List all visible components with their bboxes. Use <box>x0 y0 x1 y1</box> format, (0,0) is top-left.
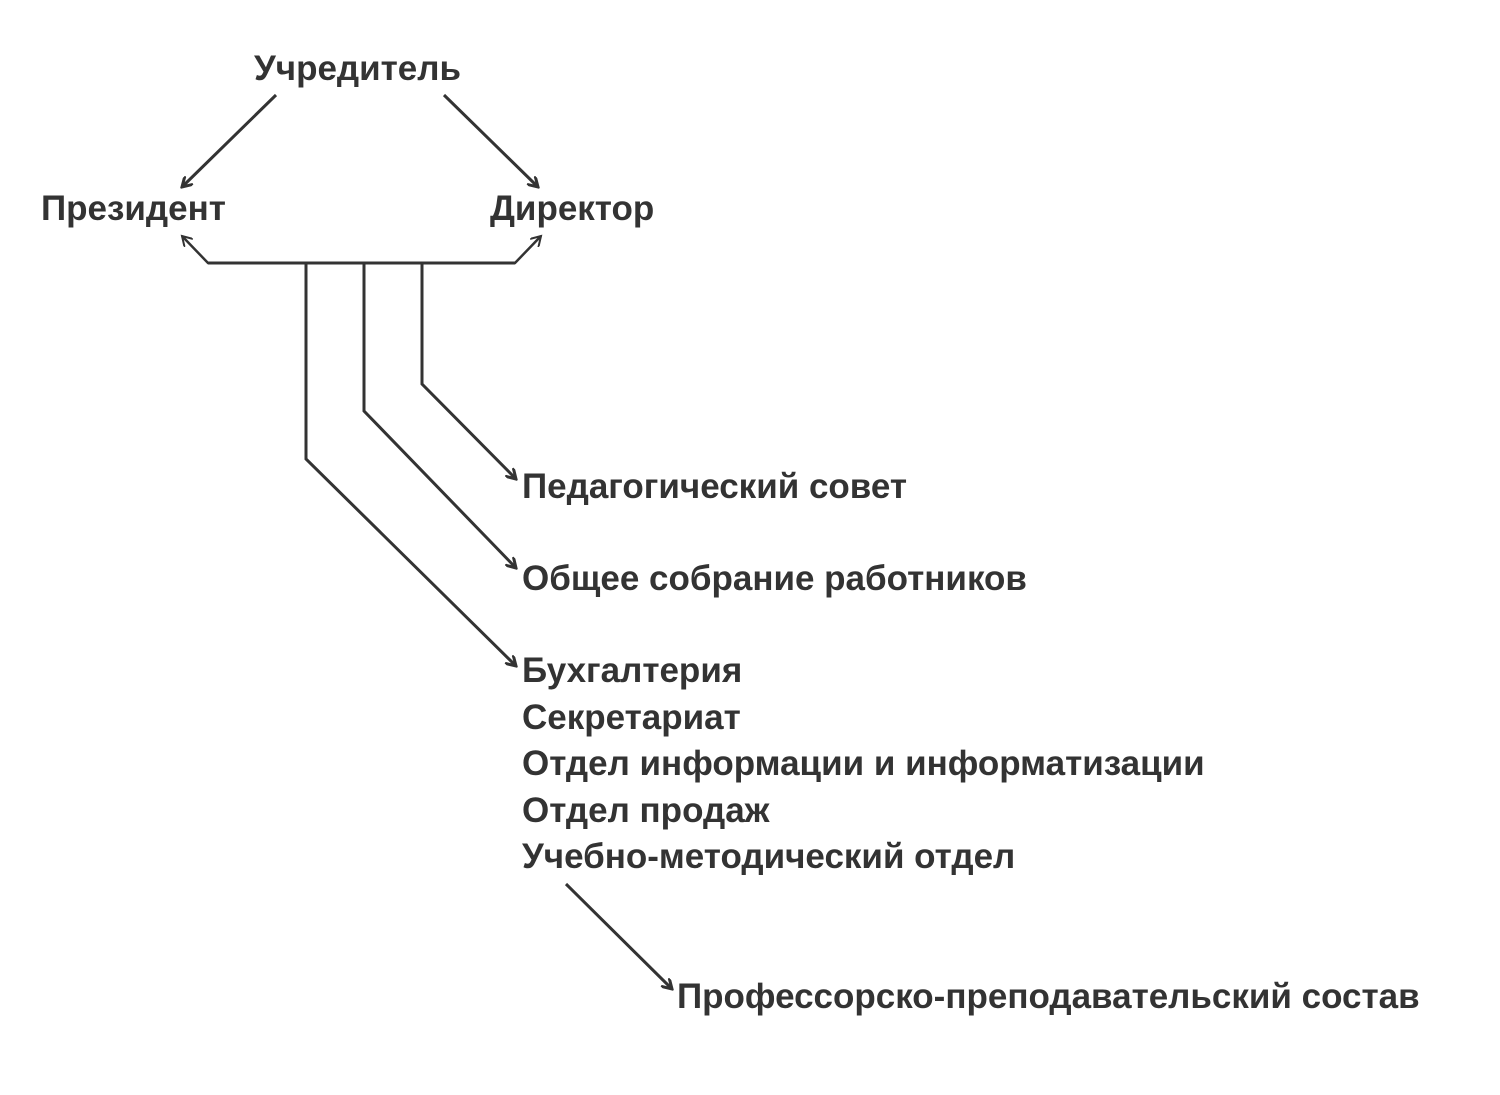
department-it: Отдел информации и информатизации <box>522 744 1205 783</box>
node-general-meeting: Общее собрание работников <box>522 559 1027 598</box>
node-faculty: Профессорско-преподавательский состав <box>677 977 1420 1016</box>
department-methodology: Учебно-методический отдел <box>522 837 1016 876</box>
departments-list: Бухгалтерия Секретариат Отдел информации… <box>522 648 1205 881</box>
arrow-to-faculty <box>564 882 672 989</box>
node-founder: Учредитель <box>254 49 462 88</box>
department-sales: Отдел продаж <box>522 790 770 830</box>
arrow-founder-director <box>442 93 538 187</box>
department-secretariat: Секретариат <box>522 697 741 737</box>
connector-bar-director <box>480 236 541 265</box>
arrow-founder-president <box>182 93 278 187</box>
connector-bar-president <box>182 236 240 265</box>
arrow-to-pedagogical-council <box>420 263 516 479</box>
node-president: Президент <box>41 189 226 228</box>
department-accounting: Бухгалтерия <box>522 651 743 690</box>
node-pedagogical-council: Педагогический совет <box>522 467 907 506</box>
arrow-to-departments <box>304 263 516 666</box>
arrow-to-general-meeting <box>362 263 516 568</box>
node-director: Директор <box>490 189 655 228</box>
